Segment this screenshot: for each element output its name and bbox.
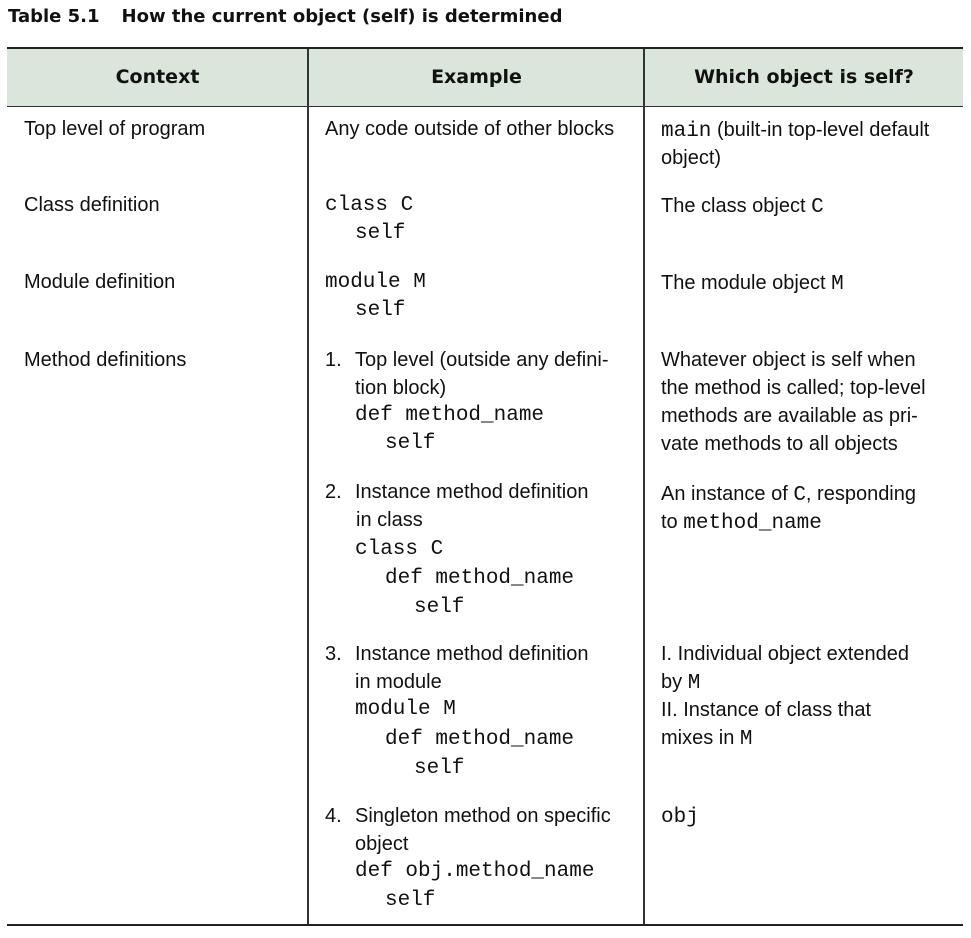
example-module-definition: module M self (325, 271, 426, 322)
context-method-definitions: Method definitions (24, 349, 187, 371)
example-method-2: 2. Instance method definition in class c… (325, 481, 589, 619)
context-module-definition: Module definition (24, 271, 176, 293)
table-header: Context Example Which object is self? (7, 49, 963, 107)
self-method-4: obj (661, 806, 699, 829)
self-method-2: An instance of C, responding to method_n… (661, 483, 916, 535)
table-number: Table 5.1 (8, 6, 100, 27)
column-divider (307, 49, 309, 924)
example-method-3: 3. Instance method definition in module … (325, 643, 589, 780)
example-top-level: Any code outside of other blocks (325, 118, 615, 140)
header-self: Which object is self? (694, 66, 914, 88)
self-method-3: I. Individual object extended by M II. I… (661, 643, 909, 751)
self-top-level: main (built-in top-level default object) (661, 119, 930, 169)
self-class-definition: The class object C (661, 195, 824, 219)
example-class-definition: class C self (325, 194, 414, 245)
example-method-4: 4. Singleton method on specific object d… (325, 805, 611, 912)
self-method-1: Whatever object is self when the method … (661, 349, 926, 455)
context-top-level: Top level of program (24, 118, 206, 140)
table-title: How the current object (self) is determi… (121, 6, 563, 27)
example-method-1: 1. Top level (outside any defini- tion b… (325, 349, 609, 455)
header-context: Context (115, 66, 200, 88)
context-class-definition: Class definition (24, 194, 160, 216)
self-determination-table: Context Example Which object is self? To… (7, 47, 963, 926)
header-example: Example (431, 66, 522, 88)
self-module-definition: The module object M (661, 272, 844, 296)
table-caption: Table 5.1 How the current object (self) i… (8, 6, 562, 27)
code-main: main (661, 120, 712, 143)
column-divider (643, 49, 645, 924)
